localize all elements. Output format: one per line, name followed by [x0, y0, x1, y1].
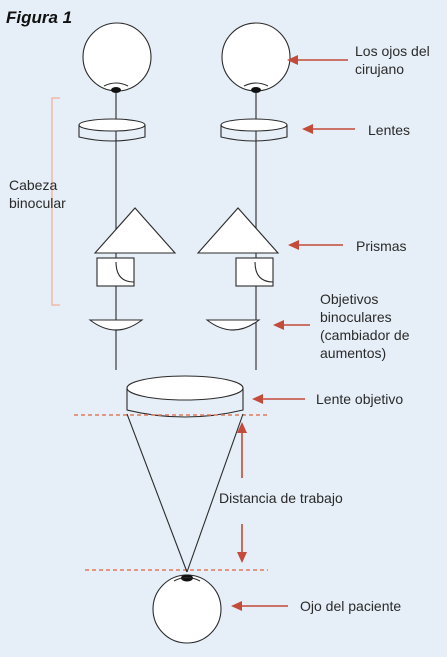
left-binocular-objective	[88, 319, 144, 331]
left-prism	[93, 207, 177, 254]
label-surgeon-eyes: Los ojos del cirujano	[355, 43, 430, 77]
right-eyepiece-lens	[220, 118, 288, 132]
figure-title: Figura 1	[6, 8, 73, 27]
right-binocular-objective	[205, 319, 261, 331]
label-patient-eye: Ojo del paciente	[300, 598, 402, 614]
label-lenses: Lentes	[368, 122, 411, 138]
label-binocular-head: Cabeza binocular	[9, 177, 66, 211]
objective-lens	[126, 375, 244, 418]
binocular-head-bracket	[51, 97, 60, 306]
patient-eye	[152, 574, 222, 644]
right-surgeon-eye	[221, 22, 291, 92]
label-binocular-objectives: Objetivos binoculares (cambiador de aume…	[320, 291, 410, 361]
left-eye-pupil	[111, 87, 121, 93]
label-arrows	[231, 55, 355, 611]
left-surgeon-eye	[82, 22, 152, 92]
left-eyepiece-lens	[78, 118, 146, 132]
label-working-distance: Distancia de trabajo	[219, 490, 343, 506]
right-eye-pupil	[251, 87, 261, 93]
left-optical-path	[78, 22, 177, 370]
label-prisms: Prismas	[356, 238, 407, 254]
right-optical-path	[196, 22, 291, 370]
right-prism	[196, 207, 280, 254]
label-objective-lens: Lente objetivo	[316, 391, 404, 407]
